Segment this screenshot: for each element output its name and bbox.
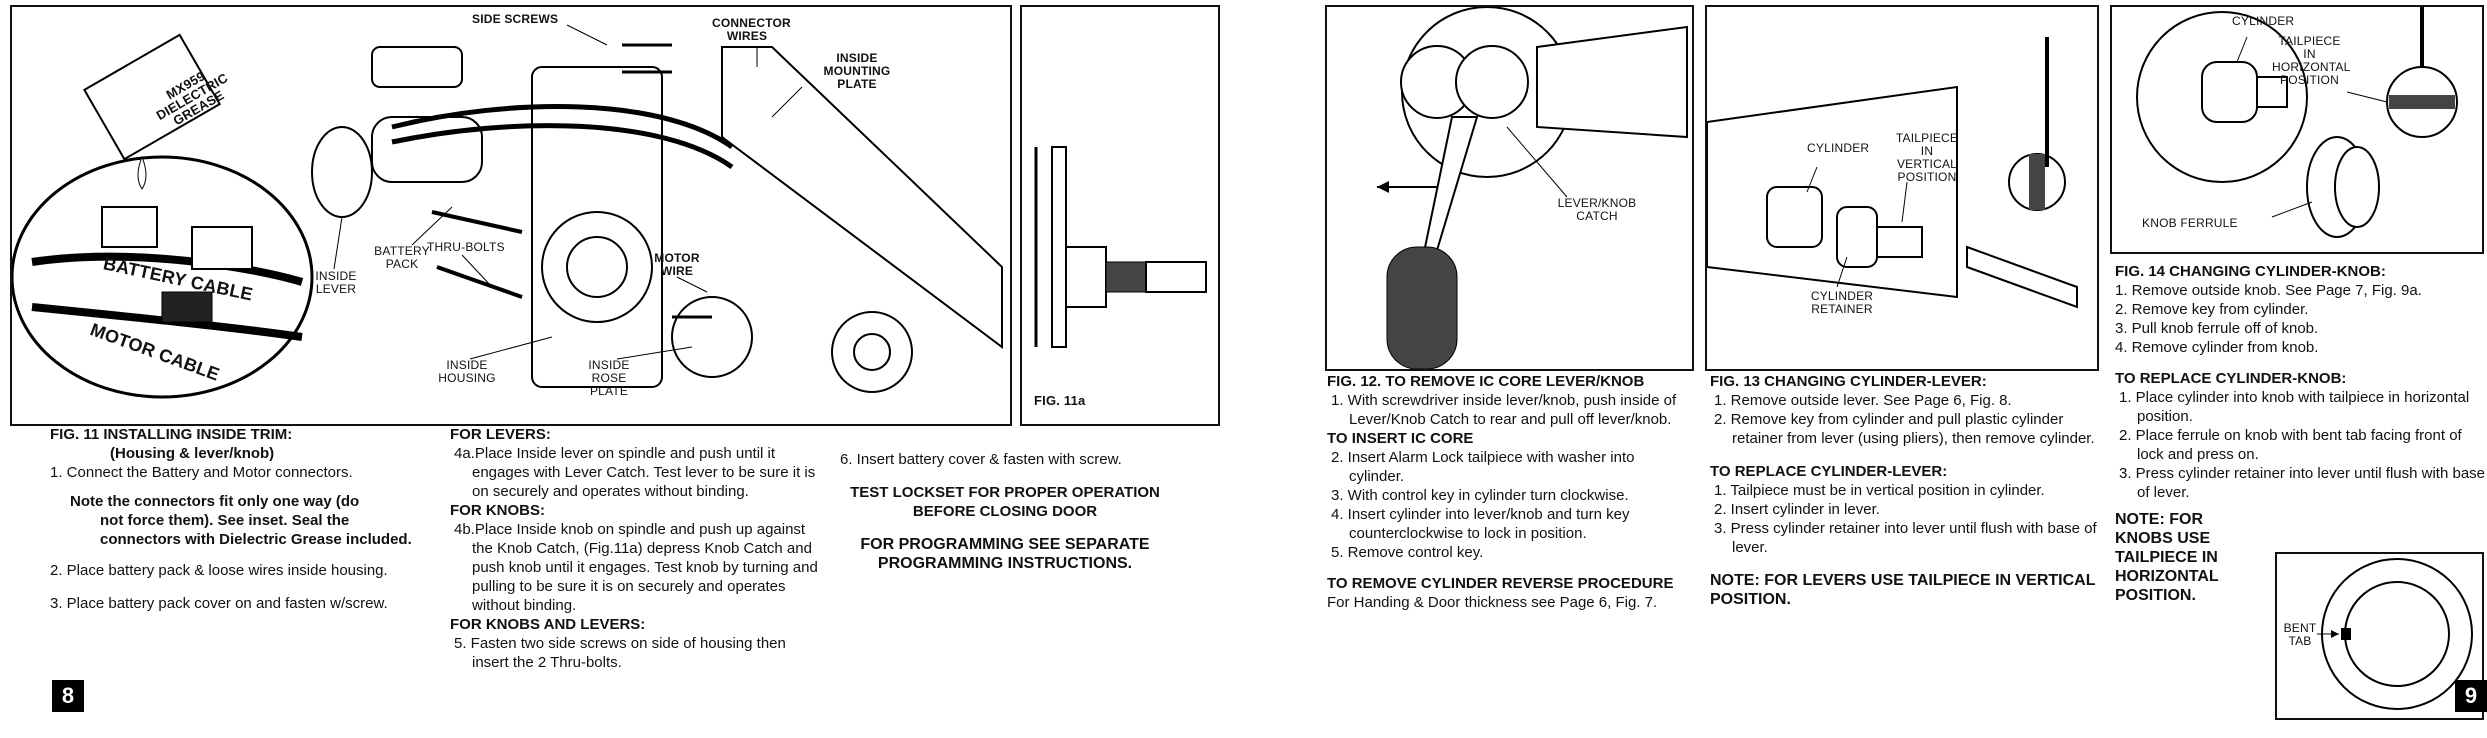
fig12-step4: 4. Insert cylinder into lever/knob and t… <box>1331 506 1630 542</box>
test-lockset-line2: BEFORE CLOSING DOOR <box>912 503 1098 520</box>
fig14-instructions: FIG. 14 CHANGING CYLINDER-KNOB: 1. Remov… <box>2115 262 2485 605</box>
step-4a: 4a.Place Inside lever on spindle and pus… <box>454 445 816 500</box>
fig14-step4: 4. Remove cylinder from knob. <box>2115 339 2319 356</box>
fig13-step2: 2. Remove key from cylinder and pull pla… <box>1714 411 2095 447</box>
fig11-note-line2: not force them). See inset. Seal the <box>100 512 350 529</box>
handing-reference: For Handing & Door thickness see Page 6,… <box>1327 594 1658 611</box>
insert-ic-core-heading: TO INSERT IC CORE <box>1327 430 1474 447</box>
fig12-step3: 3. With control key in cylinder turn clo… <box>1331 487 1629 504</box>
fig14-step3: 3. Pull knob ferrule off of knob. <box>2115 320 2319 337</box>
label-bent-tab: BENT TAB <box>2283 621 2317 648</box>
fig12-illustration: LEVER/KNOB CATCH <box>1325 5 1694 371</box>
fig12-step1: 1. With screwdriver inside lever/knob, p… <box>1331 392 1677 428</box>
page-number-left: 8 <box>52 680 84 712</box>
fig11-step1: 1. Connect the Battery and Motor connect… <box>50 464 353 481</box>
lever-knob-instructions: FOR LEVERS: 4a.Place Inside lever on spi… <box>450 425 820 672</box>
for-knobs-levers-heading: FOR KNOBS AND LEVERS: <box>450 616 646 633</box>
label-connector-wires: CONNECTOR WIRES <box>712 16 791 43</box>
programming-line2: PROGRAMMING INSTRUCTIONS. <box>877 555 1133 572</box>
fig13-replace2: 2. Insert cylinder in lever. <box>1714 501 1880 518</box>
test-lockset-line1: TEST LOCKSET FOR PROPER OPERATION <box>850 484 1160 501</box>
fig12-drawing <box>1377 7 1688 369</box>
label-inside-rose-plate: INSIDE ROSE PLATE <box>588 358 630 398</box>
fig14-replace1: 1. Place cylinder into knob with tailpie… <box>2119 389 2470 425</box>
bent-tab-drawing <box>2317 558 2473 710</box>
fig11-step2: 2. Place battery pack & loose wires insi… <box>50 562 388 579</box>
fig11-note-line3: connectors with Dielectric Grease includ… <box>100 531 412 548</box>
label-motor-wire: MOTOR WIRE <box>654 251 700 278</box>
label-lever-knob-catch: LEVER/KNOB CATCH <box>1557 196 1637 223</box>
label-inside-housing: INSIDE HOUSING <box>438 358 496 385</box>
label-knob-ferrule: KNOB FERRULE <box>2142 216 2238 230</box>
fig11a-drawing <box>1034 146 1207 348</box>
label-inside-lever: INSIDE LEVER <box>315 269 357 296</box>
fig14-illustration: CYLINDER TAILPIECE IN HORIZONTAL POSITIO… <box>2110 5 2484 254</box>
fig11-title: FIG. 11 INSTALLING INSIDE TRIM: <box>50 426 293 443</box>
fig11a-label: FIG. 11a <box>1034 393 1086 408</box>
label-cylinder-14: CYLINDER <box>2232 14 2295 28</box>
final-instructions: 6. Insert battery cover & fasten with sc… <box>840 450 1170 573</box>
label-tailpiece-horizontal: TAILPIECE IN HORIZONTAL POSITION <box>2272 34 2351 87</box>
bent-tab-inset: BENT TAB <box>2275 552 2484 720</box>
label-cylinder-retainer: CYLINDER RETAINER <box>1810 289 1874 316</box>
fig13-title: FIG. 13 CHANGING CYLINDER-LEVER: <box>1710 373 1987 390</box>
label-tailpiece-vertical: TAILPIECE IN VERTICAL POSITION <box>1895 131 1959 184</box>
fig13-replace3: 3. Press cylinder retainer into lever un… <box>1714 520 2097 556</box>
fig11-drawing <box>12 24 1003 399</box>
fig11a-illustration: FIG. 11a <box>1020 5 1220 426</box>
fig13-illustration: CYLINDER TAILPIECE IN VERTICAL POSITION … <box>1705 5 2099 371</box>
fig13-drawing <box>1707 37 2078 309</box>
fig14-step1: 1. Remove outside knob. See Page 7, Fig.… <box>2115 282 2422 299</box>
replace-cylinder-knob-heading: TO REPLACE CYLINDER-KNOB: <box>2115 370 2347 387</box>
fig11-step3: 3. Place battery pack cover on and faste… <box>50 595 388 612</box>
fig14-replace2: 2. Place ferrule on knob with bent tab f… <box>2119 427 2462 463</box>
remove-cylinder-heading: TO REMOVE CYLINDER REVERSE PROCEDURE <box>1327 575 1674 592</box>
fig11-note-line1: Note the connectors fit only one way (do <box>70 493 360 510</box>
label-battery-pack: BATTERY PACK <box>374 244 430 271</box>
label-cylinder-13: CYLINDER <box>1807 141 1870 155</box>
step-5: 5. Fasten two side screws on side of hou… <box>454 635 786 671</box>
programming-line1: FOR PROGRAMMING SEE SEPARATE <box>860 536 1150 553</box>
page-number-right: 9 <box>2455 680 2487 712</box>
fig14-step2: 2. Remove key from cylinder. <box>2115 301 2309 318</box>
fig12-instructions: FIG. 12. TO REMOVE IC CORE LEVER/KNOB 1.… <box>1327 372 1692 612</box>
for-knobs-heading: FOR KNOBS: <box>450 502 545 519</box>
fig14-replace3: 3. Press cylinder retainer into lever un… <box>2119 465 2486 501</box>
fig14-drawing <box>2136 7 2458 238</box>
fig14-title: FIG. 14 CHANGING CYLINDER-KNOB: <box>2115 263 2386 280</box>
fig13-step1: 1. Remove outside lever. See Page 6, Fig… <box>1714 392 2012 409</box>
label-inside-mounting-plate: INSIDE MOUNTING PLATE <box>823 51 891 91</box>
fig12-step5: 5. Remove control key. <box>1331 544 1484 561</box>
fig13-note: NOTE: FOR LEVERS USE TAILPIECE IN VERTIC… <box>1710 572 2096 608</box>
step-4b: 4b.Place Inside knob on spindle and push… <box>454 521 818 614</box>
label-thru-bolts: THRU-BOLTS <box>427 240 505 254</box>
for-levers-heading: FOR LEVERS: <box>450 426 551 443</box>
fig12-step2: 2. Insert Alarm Lock tailpiece with wash… <box>1331 449 1635 485</box>
fig11-instructions: FIG. 11 INSTALLING INSIDE TRIM: (Housing… <box>50 425 430 613</box>
fig14-note: NOTE: FOR KNOBS USE TAILPIECE IN HORIZON… <box>2115 511 2219 604</box>
fig12-title: FIG. 12. TO REMOVE IC CORE LEVER/KNOB <box>1327 373 1645 390</box>
step-6: 6. Insert battery cover & fasten with sc… <box>840 451 1122 468</box>
fig13-instructions: FIG. 13 CHANGING CYLINDER-LEVER: 1. Remo… <box>1710 372 2100 609</box>
fig11-subtitle: (Housing & lever/knob) <box>110 445 275 462</box>
fig11-illustration: SIDE SCREWS CONNECTOR WIRES INSIDE MOUNT… <box>10 5 1012 426</box>
label-side-screws: SIDE SCREWS <box>472 12 559 26</box>
replace-cylinder-lever-heading: TO REPLACE CYLINDER-LEVER: <box>1710 463 1948 480</box>
fig13-replace1: 1. Tailpiece must be in vertical positio… <box>1714 482 2045 499</box>
